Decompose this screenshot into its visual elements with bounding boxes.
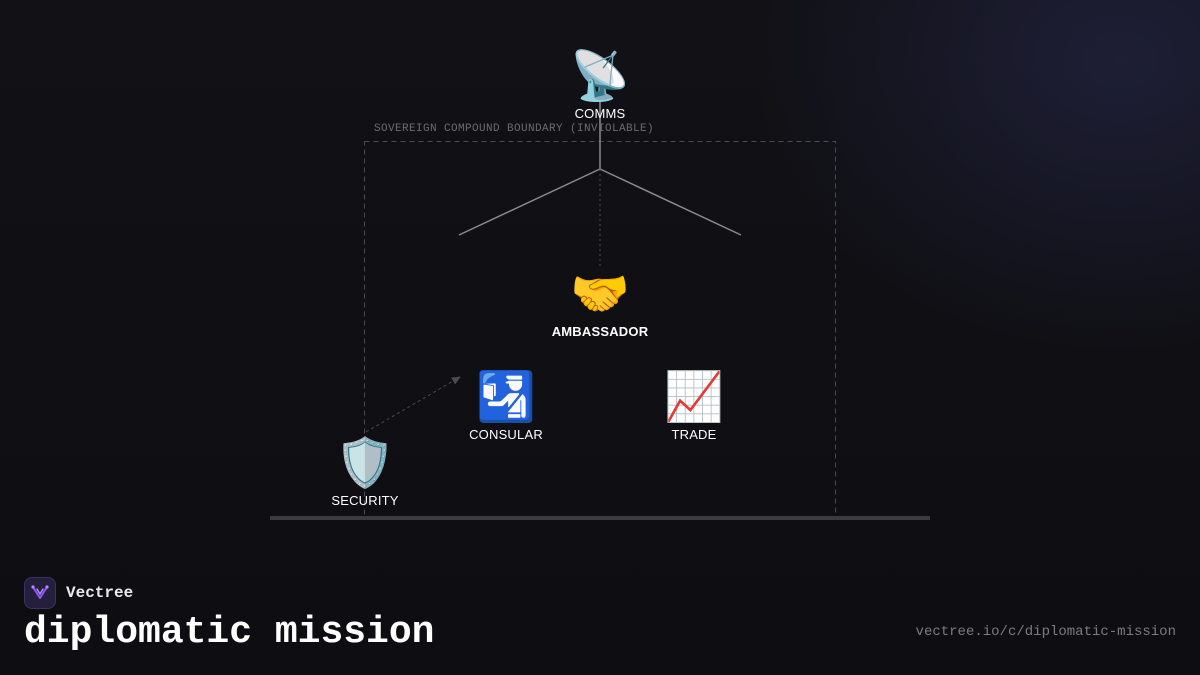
node-security-label: SECURITY [331, 493, 399, 508]
security-to-consular-link [365, 376, 461, 433]
boundary-label: SOVEREIGN COMPOUND BOUNDARY (INVIOLABLE) [374, 123, 655, 135]
vectree-logo-mark [31, 585, 49, 599]
handshake-icon: 🤝 [570, 266, 630, 322]
satellite-antenna-icon: 📡 [570, 48, 630, 104]
node-consular-label: CONSULAR [469, 427, 543, 442]
brand-name: Vectree [66, 584, 134, 602]
node-trade: 📈 TRADE [664, 369, 724, 442]
node-ambassador: 🤝 AMBASSADOR [552, 266, 649, 339]
vectree-logo-icon [24, 577, 56, 609]
passport-control-icon: 🛂 [476, 369, 536, 425]
node-consular: 🛂 CONSULAR [469, 369, 543, 442]
page-title: diplomatic mission [24, 611, 435, 654]
node-ambassador-label: AMBASSADOR [551, 324, 649, 339]
chart-increasing-icon: 📈 [664, 369, 724, 425]
node-comms-label: COMMS [574, 106, 626, 121]
comms-left-stay [458, 168, 601, 236]
node-comms: 📡 COMMS [570, 48, 630, 121]
page-url[interactable]: vectree.io/c/diplomatic-mission [915, 624, 1176, 640]
shield-icon: 🛡️ [335, 435, 395, 491]
node-trade-label: TRADE [671, 427, 717, 442]
brand: Vectree [24, 577, 133, 609]
comms-right-stay [599, 168, 742, 236]
node-security: 🛡️ SECURITY [331, 435, 398, 508]
